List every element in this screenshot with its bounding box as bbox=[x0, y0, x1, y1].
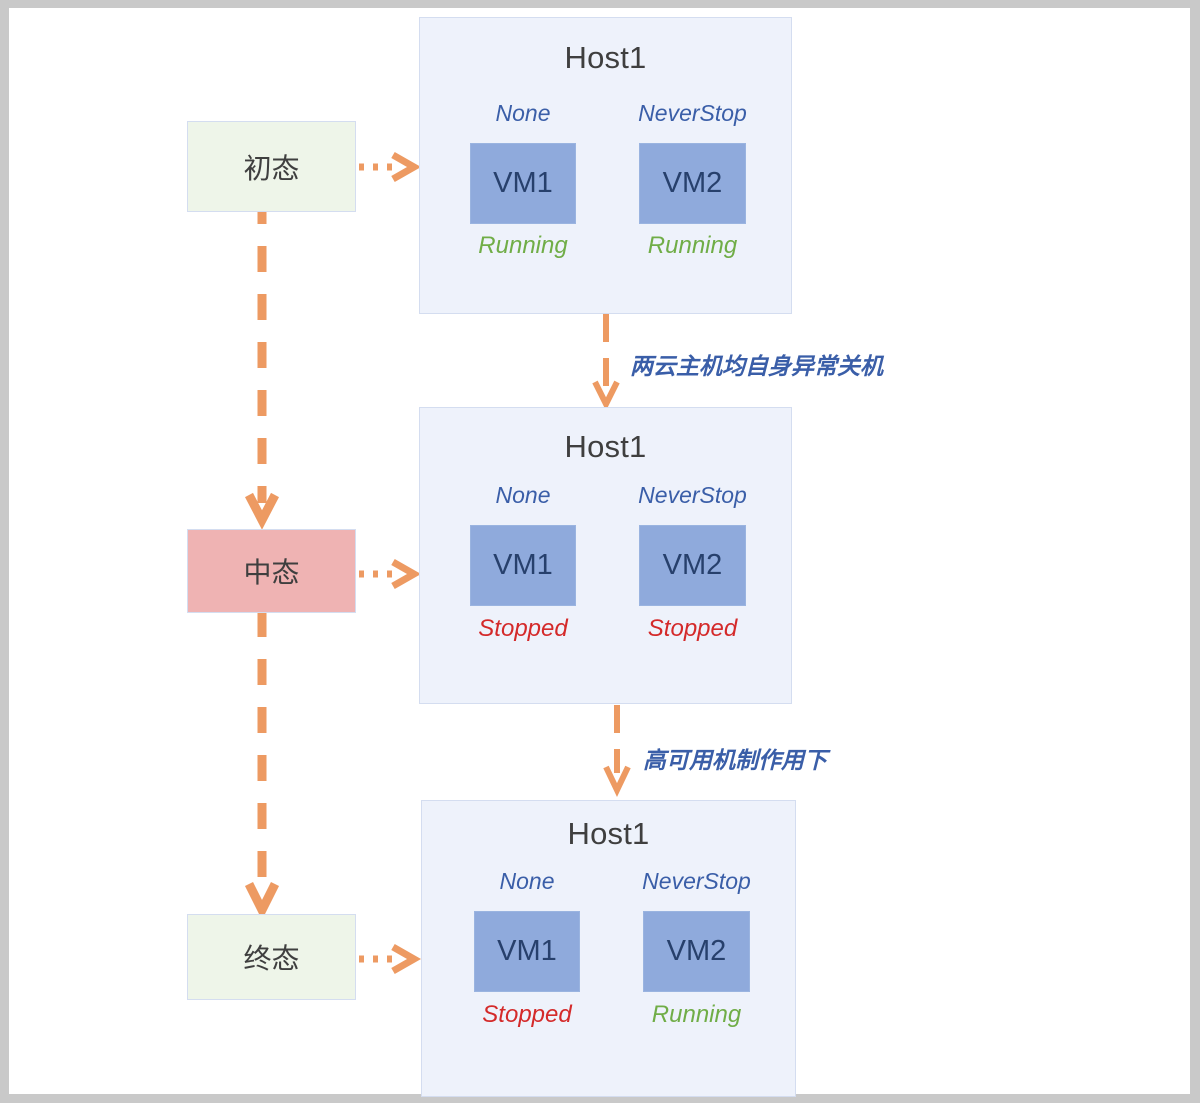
vm-policy-stage1-vm2: NeverStop bbox=[638, 100, 747, 126]
vm-box-stage3-vm1[interactable]: VM1 bbox=[474, 911, 580, 992]
diagram-inner-surface: 初态 中态 终态 Host1 None VM1 Running NeverSto… bbox=[9, 8, 1190, 1097]
arrow-initial-to-middle bbox=[245, 198, 279, 530]
vm-group-stage3-vm2: NeverStop VM2 Running bbox=[619, 868, 774, 1058]
vm-status-stage1-vm1: Running bbox=[478, 232, 568, 259]
state-box-initial[interactable]: 初态 bbox=[187, 121, 356, 212]
host-box-stage-3[interactable]: Host1 None VM1 Stopped NeverStop VM2 Run… bbox=[421, 800, 796, 1097]
host-box-stage-2[interactable]: Host1 None VM1 Stopped NeverStop VM2 Sto… bbox=[419, 407, 792, 704]
host-title-stage-3: Host1 bbox=[567, 816, 650, 851]
vm-group-stage1-vm2: NeverStop VM2 Running bbox=[615, 100, 770, 285]
vm-policy-stage1-vm1: None bbox=[495, 100, 551, 126]
state-label-middle: 中态 bbox=[243, 557, 300, 588]
vm-box-stage2-vm1[interactable]: VM1 bbox=[470, 525, 576, 606]
host-title-stage-1: Host1 bbox=[564, 40, 647, 75]
vm-status-stage2-vm1: Stopped bbox=[478, 615, 568, 642]
vm-status-stage1-vm2: Running bbox=[647, 232, 738, 259]
vm-name-stage3-vm2: VM2 bbox=[666, 935, 727, 967]
vm-policy-stage2-vm1: None bbox=[495, 482, 551, 508]
vm-box-stage1-vm2[interactable]: VM2 bbox=[639, 143, 746, 224]
state-label-final: 终态 bbox=[243, 943, 300, 974]
vm-status-stage3-vm1: Stopped bbox=[482, 1001, 572, 1028]
state-label-initial: 初态 bbox=[243, 152, 300, 184]
vm-box-stage3-vm2[interactable]: VM2 bbox=[643, 911, 750, 992]
host-box-stage-1[interactable]: Host1 None VM1 Running NeverStop VM2 Run… bbox=[419, 17, 792, 314]
vm-name-stage2-vm2: VM2 bbox=[662, 549, 723, 581]
vm-group-stage3-vm1: None VM1 Stopped bbox=[457, 868, 597, 1058]
arrow-final-to-host3 bbox=[359, 943, 422, 975]
state-box-middle[interactable]: 中态 bbox=[187, 529, 356, 613]
vm-box-stage2-vm2[interactable]: VM2 bbox=[639, 525, 746, 606]
vm-name-stage1-vm2: VM2 bbox=[662, 167, 723, 199]
vm-name-stage2-vm1: VM1 bbox=[493, 549, 553, 581]
arrow-host1-to-host2 bbox=[592, 314, 620, 411]
vm-policy-stage3-vm2: NeverStop bbox=[642, 868, 751, 894]
vm-policy-stage3-vm1: None bbox=[499, 868, 555, 894]
arrow-middle-to-host2 bbox=[359, 558, 422, 590]
vm-status-stage2-vm2: Stopped bbox=[647, 615, 738, 642]
vm-policy-stage2-vm2: NeverStop bbox=[638, 482, 747, 508]
vm-group-stage2-vm1: None VM1 Stopped bbox=[453, 482, 593, 672]
arrow-middle-to-final bbox=[244, 611, 280, 921]
host-title-stage-2: Host1 bbox=[564, 429, 647, 464]
vm-name-stage3-vm1: VM1 bbox=[497, 935, 557, 967]
vm-group-stage2-vm2: NeverStop VM2 Stopped bbox=[615, 482, 770, 672]
arrow-initial-to-host1 bbox=[359, 151, 422, 183]
vm-name-stage1-vm1: VM1 bbox=[493, 167, 553, 199]
transition-label-1: 两云主机均自身异常关机 bbox=[630, 353, 883, 379]
transition-label-2: 高可用机制作用下 bbox=[643, 747, 827, 773]
vm-box-stage1-vm1[interactable]: VM1 bbox=[470, 143, 576, 224]
vm-group-stage1-vm1: None VM1 Running bbox=[453, 100, 593, 285]
vm-status-stage3-vm2: Running bbox=[651, 1001, 742, 1028]
arrow-host2-to-host3 bbox=[603, 705, 631, 797]
state-box-final[interactable]: 终态 bbox=[187, 914, 356, 1000]
